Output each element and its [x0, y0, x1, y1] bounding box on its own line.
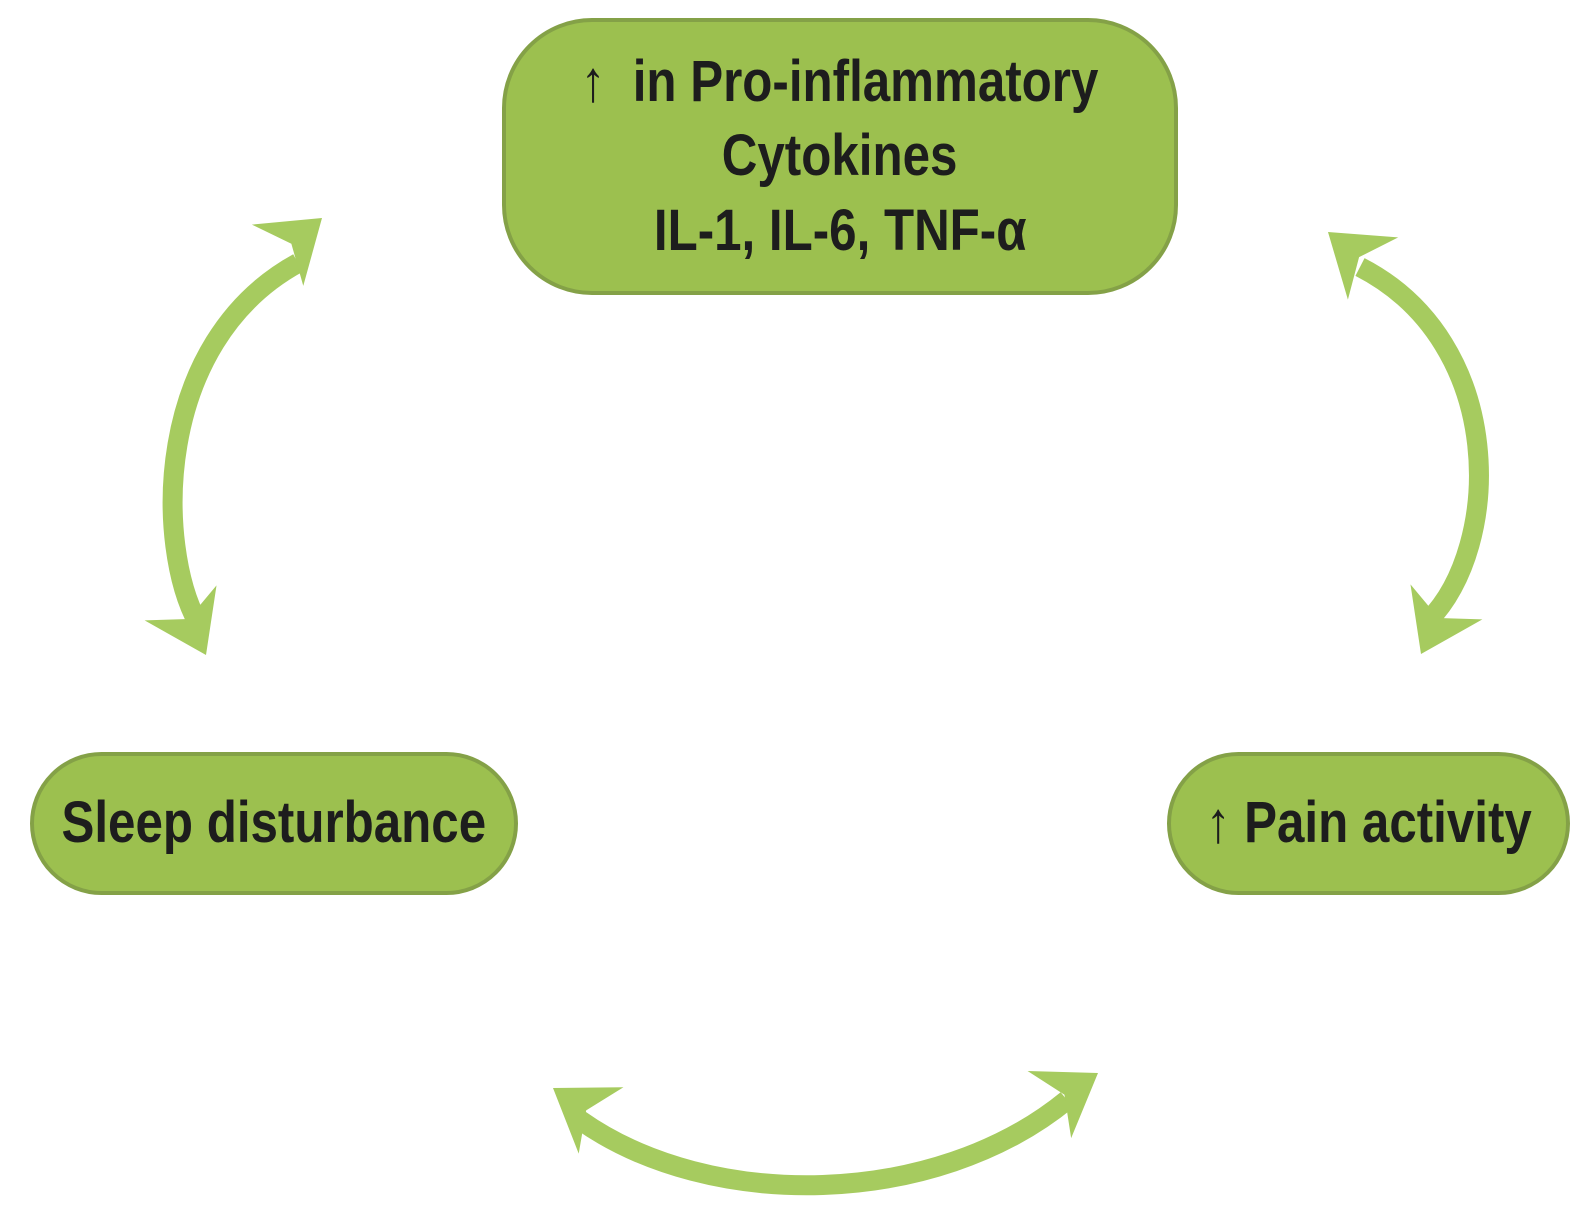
arrow-sleep-cytokines-head-up: [251, 218, 322, 286]
node-cytokines: ↑ in Pro-inflammatory Cytokines IL-1, IL…: [502, 18, 1178, 295]
node-pain-activity: ↑ Pain activity: [1167, 752, 1570, 895]
arrow-cytokines-pain-head-down: [1410, 584, 1483, 654]
arrow-pain-sleep-shaft: [574, 1092, 1074, 1196]
arrow-pain-sleep-icon: [553, 1071, 1098, 1196]
arrow-pain-sleep-head-left: [553, 1087, 624, 1154]
arrow-sleep-cytokines-shaft: [162, 254, 303, 628]
arrow-sleep-cytokines-icon: [144, 218, 322, 655]
arrow-cytokines-pain-shaft: [1355, 258, 1489, 629]
node-sleep-disturbance-label: Sleep disturbance: [61, 790, 487, 856]
node-cytokines-line-1: ↑ in Pro-inflammatory: [581, 49, 1099, 115]
arrow-cytokines-pain-head-up: [1328, 232, 1399, 300]
node-cytokines-line-3: IL-1, IL-6, TNF-α: [653, 197, 1027, 263]
arrow-sleep-cytokines-head-down: [144, 585, 217, 655]
node-sleep-disturbance: Sleep disturbance: [30, 752, 518, 895]
arrow-pain-sleep-head-right: [1027, 1071, 1098, 1139]
node-pain-activity-label: ↑ Pain activity: [1205, 790, 1532, 856]
node-cytokines-line-2: Cytokines: [722, 123, 958, 189]
arrow-cytokines-pain-icon: [1328, 232, 1489, 654]
